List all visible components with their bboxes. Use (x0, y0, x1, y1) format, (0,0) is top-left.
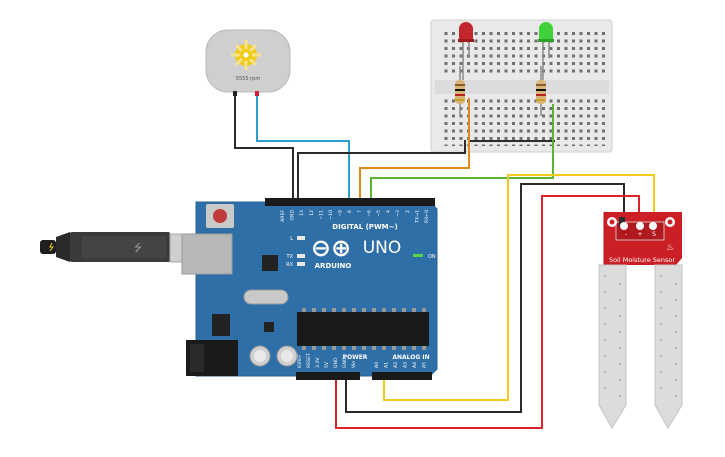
pin-label: 2 (405, 210, 411, 213)
on-label: ON (428, 254, 436, 260)
pin-label: 12 (309, 210, 315, 216)
pin-label: AREF (280, 210, 286, 222)
sensor-label: Soil Moisture Sensor (609, 256, 675, 264)
pin-label: A2 (393, 362, 399, 368)
pin-label: Vin (351, 361, 357, 368)
pin-label: ~6 (366, 210, 372, 217)
digital-header[interactable] (265, 198, 435, 206)
pin-label: A3 (403, 362, 409, 368)
pin-label: GND (333, 357, 339, 368)
led-red[interactable] (458, 22, 474, 80)
pin-label: 13 (299, 210, 305, 216)
pin-label: 3.3V (315, 357, 321, 368)
drop-icon: ♨ (666, 243, 674, 253)
soil-moisture-sensor[interactable]: - + S ♨ Soil Moisture Sensor (598, 212, 683, 429)
led-rx-label: RX (286, 262, 293, 268)
pin-label: ~9 (338, 210, 344, 217)
pin-label: 5V (324, 361, 330, 368)
digital-label: DIGITAL (PWM~) (332, 223, 397, 231)
usb-cable[interactable]: ⭍ (40, 232, 197, 263)
wire-led-green[interactable] (370, 104, 554, 203)
wire-motor-signal[interactable] (256, 96, 350, 203)
pin-label: A1 (384, 362, 390, 368)
analog-label: ANALOG IN (392, 354, 429, 361)
pin-label: A5 (422, 362, 428, 368)
pin-label: ~5 (376, 210, 382, 217)
resistor-green-led[interactable] (536, 66, 546, 116)
led-tx-label: TX (286, 254, 294, 260)
pin-label: IOREF (297, 354, 303, 368)
sensor-pin-plus: + (637, 231, 642, 238)
pin-label: RX←0 (424, 210, 430, 223)
wire-led-red[interactable] (359, 98, 470, 203)
pin-label: ~3 (395, 210, 401, 217)
wire-motor-gnd[interactable] (234, 96, 294, 203)
arduino-brand: ARDUINO (315, 262, 352, 270)
pin-label: RESET (306, 353, 312, 368)
arduino-logo-icon: ⊖⊕ (311, 234, 351, 262)
pin-label: A0 (374, 362, 380, 368)
power-label: POWER (343, 354, 368, 361)
analog-header[interactable] (372, 372, 432, 380)
usb-icon: ⭍ (134, 242, 142, 254)
wire-sensor-vcc[interactable] (335, 195, 640, 429)
pin-label: ~11 (318, 210, 324, 220)
wire-led-gnd[interactable] (297, 140, 466, 203)
motor-rpm-label: 5555 rpm (236, 76, 261, 82)
power-header[interactable] (296, 372, 360, 380)
atmega-chip (297, 312, 429, 346)
led-green[interactable] (538, 22, 554, 80)
arduino-uno[interactable]: ⊖⊕ ARDUINO UNO DIGITAL (PWM~) POWER ANAL… (181, 198, 438, 380)
pin-label: TX→1 (414, 210, 420, 224)
pin-label: 8 (347, 210, 353, 213)
pin-label: GND (290, 210, 296, 221)
sensor-pin-minus: - (625, 231, 627, 238)
pin-label: 4 (386, 210, 392, 213)
breadboard[interactable] (430, 19, 613, 153)
pin-label: 7 (357, 210, 363, 213)
wire-sensor-gnd[interactable] (345, 183, 625, 413)
pin-label: A4 (412, 362, 418, 368)
pin-label: ~10 (328, 210, 334, 220)
wire-sensor-signal[interactable] (383, 174, 655, 401)
pin-label: GND (342, 357, 348, 368)
led-l-label: L (290, 236, 293, 242)
dc-motor[interactable]: 5555 rpm (205, 29, 291, 96)
arduino-model: UNO (363, 238, 402, 258)
resistor-red-led[interactable] (455, 66, 465, 116)
sensor-pin-signal: S (652, 231, 656, 238)
